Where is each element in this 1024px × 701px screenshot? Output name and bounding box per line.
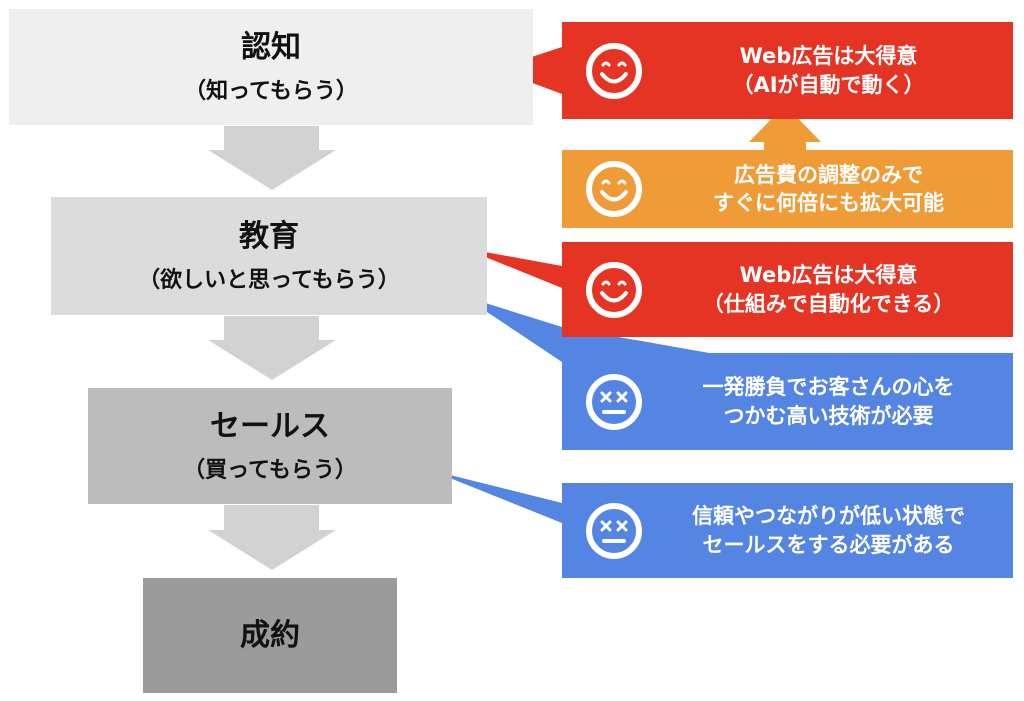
- up-arrow: [749, 105, 821, 150]
- callout-text: Web広告は大得意 （仕組みで自動化できる）: [654, 242, 1003, 337]
- dizzy-face-icon: [586, 502, 642, 559]
- stage-education: 教育 （欲しいと思ってもらう）: [51, 197, 487, 315]
- callout-text: 信頼やつながりが低い状態で セールスをする必要がある: [654, 483, 1003, 578]
- callout-card-web-ads-ai: Web広告は大得意 （AIが自動で動く）: [562, 22, 1013, 119]
- callout-text: 広告費の調整のみで すぐに何倍にも拡大可能: [654, 150, 1003, 228]
- smiling-face-icon: [586, 42, 642, 99]
- callout-line-2: （AIが自動で動く）: [732, 72, 925, 97]
- callout-line-1: 一発勝負でお客さんの心を: [702, 375, 955, 400]
- callout-line-1: 広告費の調整のみで: [734, 162, 923, 187]
- stage-title: 成約: [240, 617, 300, 653]
- smiling-face-icon: [586, 161, 642, 217]
- stage-subtitle: （欲しいと思ってもらう）: [138, 268, 400, 293]
- callout-card-web-ads-automation: Web広告は大得意 （仕組みで自動化できる）: [562, 242, 1013, 337]
- callout-line-1: Web広告は大得意: [739, 44, 918, 69]
- callout-line-2: つかむ高い技術が必要: [723, 403, 934, 428]
- stage-awareness: 認知 （知ってもらう）: [9, 9, 533, 125]
- stage-title: 教育: [239, 218, 299, 254]
- callout-pointer-5: [430, 470, 562, 523]
- smiling-face-icon: [586, 261, 642, 318]
- stage-title: セールス: [210, 408, 330, 444]
- callout-line-2: すぐに何倍にも拡大可能: [713, 191, 944, 215]
- callout-card-low-trust-sales: 信頼やつながりが低い状態で セールスをする必要がある: [562, 483, 1013, 578]
- stage-subtitle: （知ってもらう）: [184, 79, 358, 104]
- callout-text: 一発勝負でお客さんの心を つかむ高い技術が必要: [654, 353, 1003, 450]
- callout-line-1: 信頼やつながりが低い状態で: [692, 504, 965, 529]
- callout-line-1: Web広告は大得意: [739, 263, 918, 288]
- stage-sales: セールス （買ってもらう）: [88, 388, 452, 504]
- stage-contract: 成約: [143, 578, 397, 693]
- stage-subtitle: （買ってもらう）: [183, 458, 357, 483]
- callout-pointer-3: [463, 248, 562, 288]
- callout-line-2: （仕組みで自動化できる）: [702, 291, 955, 316]
- down-arrow-3: [208, 505, 336, 570]
- dizzy-face-icon: [586, 373, 642, 430]
- callout-text: Web広告は大得意 （AIが自動で動く）: [654, 22, 1003, 119]
- callout-pointer-4: [463, 296, 760, 362]
- down-arrow-2: [208, 316, 336, 380]
- callout-card-one-shot-skill: 一発勝負でお客さんの心を つかむ高い技術が必要: [562, 353, 1013, 450]
- callout-card-budget-scale: 広告費の調整のみで すぐに何倍にも拡大可能: [562, 150, 1013, 228]
- down-arrow-1: [208, 126, 336, 190]
- callout-line-2: セールスをする必要がある: [702, 532, 955, 557]
- stage-title: 認知: [241, 29, 301, 65]
